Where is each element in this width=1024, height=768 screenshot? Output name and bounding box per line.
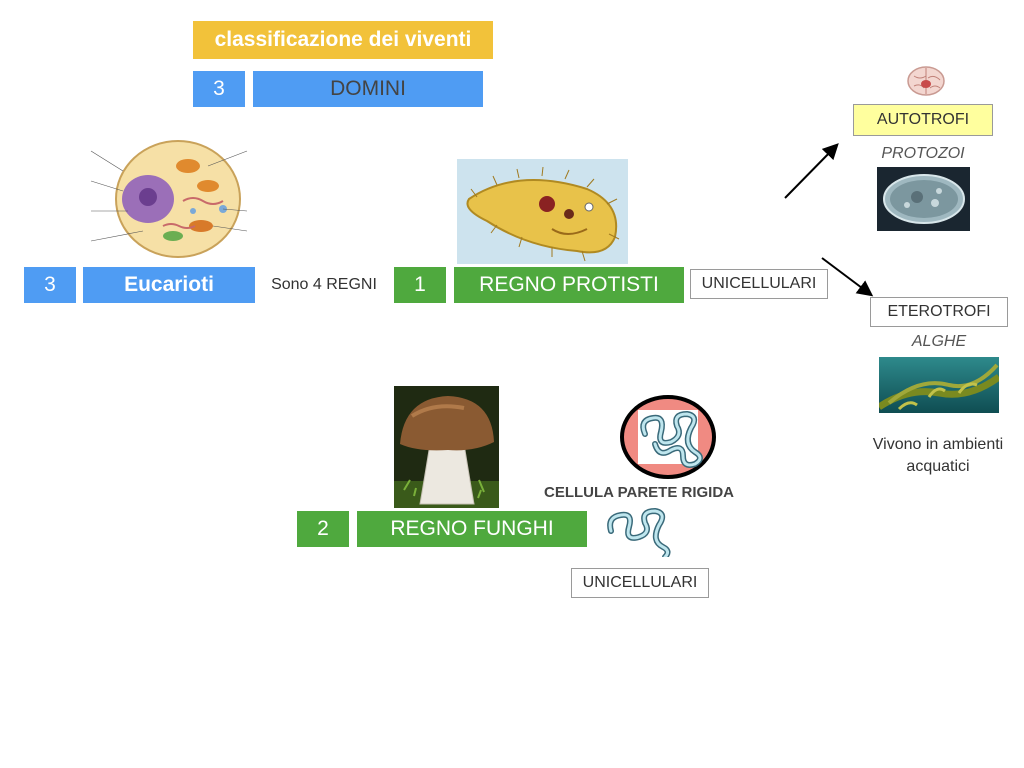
arrows [780,140,880,300]
domains-label-box: DOMINI [253,71,483,107]
habitat-text: Vivono in ambienti acquatici [858,434,1018,478]
eukaryotes-label: Eucarioti [124,273,214,296]
page-title-text: classificazione dei viventi [214,28,472,51]
cell-wall-icon [619,394,717,480]
heterotrophs-box: ETEROTROFI [870,297,1008,327]
autotrophs-label: AUTOTROFI [876,111,970,128]
fungi-unicellular-box: UNICELLULARI [571,568,709,598]
cell-wall-text: CELLULA PARETE RIGIDA [520,482,758,502]
domains-label: DOMINI [330,77,406,100]
autotrophs-example-text: PROTOZOI [881,145,965,162]
fungi-unicellular: UNICELLULARI [582,574,698,591]
fungi-label: REGNO FUNGHI [390,517,554,540]
arrow-to-autotrophs [784,143,839,199]
protists-unicellular: UNICELLULARI [701,275,817,292]
heterotrophs-example: ALGHE [870,331,1008,353]
eukaryotes-count: 3 [44,273,56,296]
fungi-number: 2 [317,517,329,540]
algae-icon [879,357,999,413]
domains-count: 3 [213,77,225,100]
heterotrophs-example-text: ALGHE [911,333,967,350]
kingdoms-text-label: Sono 4 REGNI [271,276,377,293]
cell-wall-label: CELLULA PARETE RIGIDA [544,483,734,501]
protists-number-box: 1 [394,267,446,303]
fungi-label-box: REGNO FUNGHI [357,511,587,547]
domains-count-box: 3 [193,71,245,107]
kingdoms-text: Sono 4 REGNI [262,267,386,303]
protozoa-icon [877,167,970,231]
paramecium-icon [457,159,628,264]
worm-icon [605,505,673,557]
mushroom-icon [394,386,499,508]
protists-label: REGNO PROTISTI [479,273,659,296]
eukaryotes-label-box: Eucarioti [83,267,255,303]
protists-number: 1 [414,273,426,296]
fungi-number-box: 2 [297,511,349,547]
brain-icon [906,64,946,98]
protists-unicellular-box: UNICELLULARI [690,269,828,299]
page-title: classificazione dei viventi [193,21,493,59]
heterotrophs-label: ETEROTROFI [887,303,991,320]
autotrophs-example: PROTOZOI [853,143,993,165]
cell-diagram-icon [83,131,255,268]
arrow-to-heterotrophs [821,257,874,297]
eukaryotes-count-box: 3 [24,267,76,303]
protists-label-box: REGNO PROTISTI [454,267,684,303]
autotrophs-box: AUTOTROFI [853,104,993,136]
habitat-text-label: Vivono in ambienti acquatici [872,436,1004,475]
